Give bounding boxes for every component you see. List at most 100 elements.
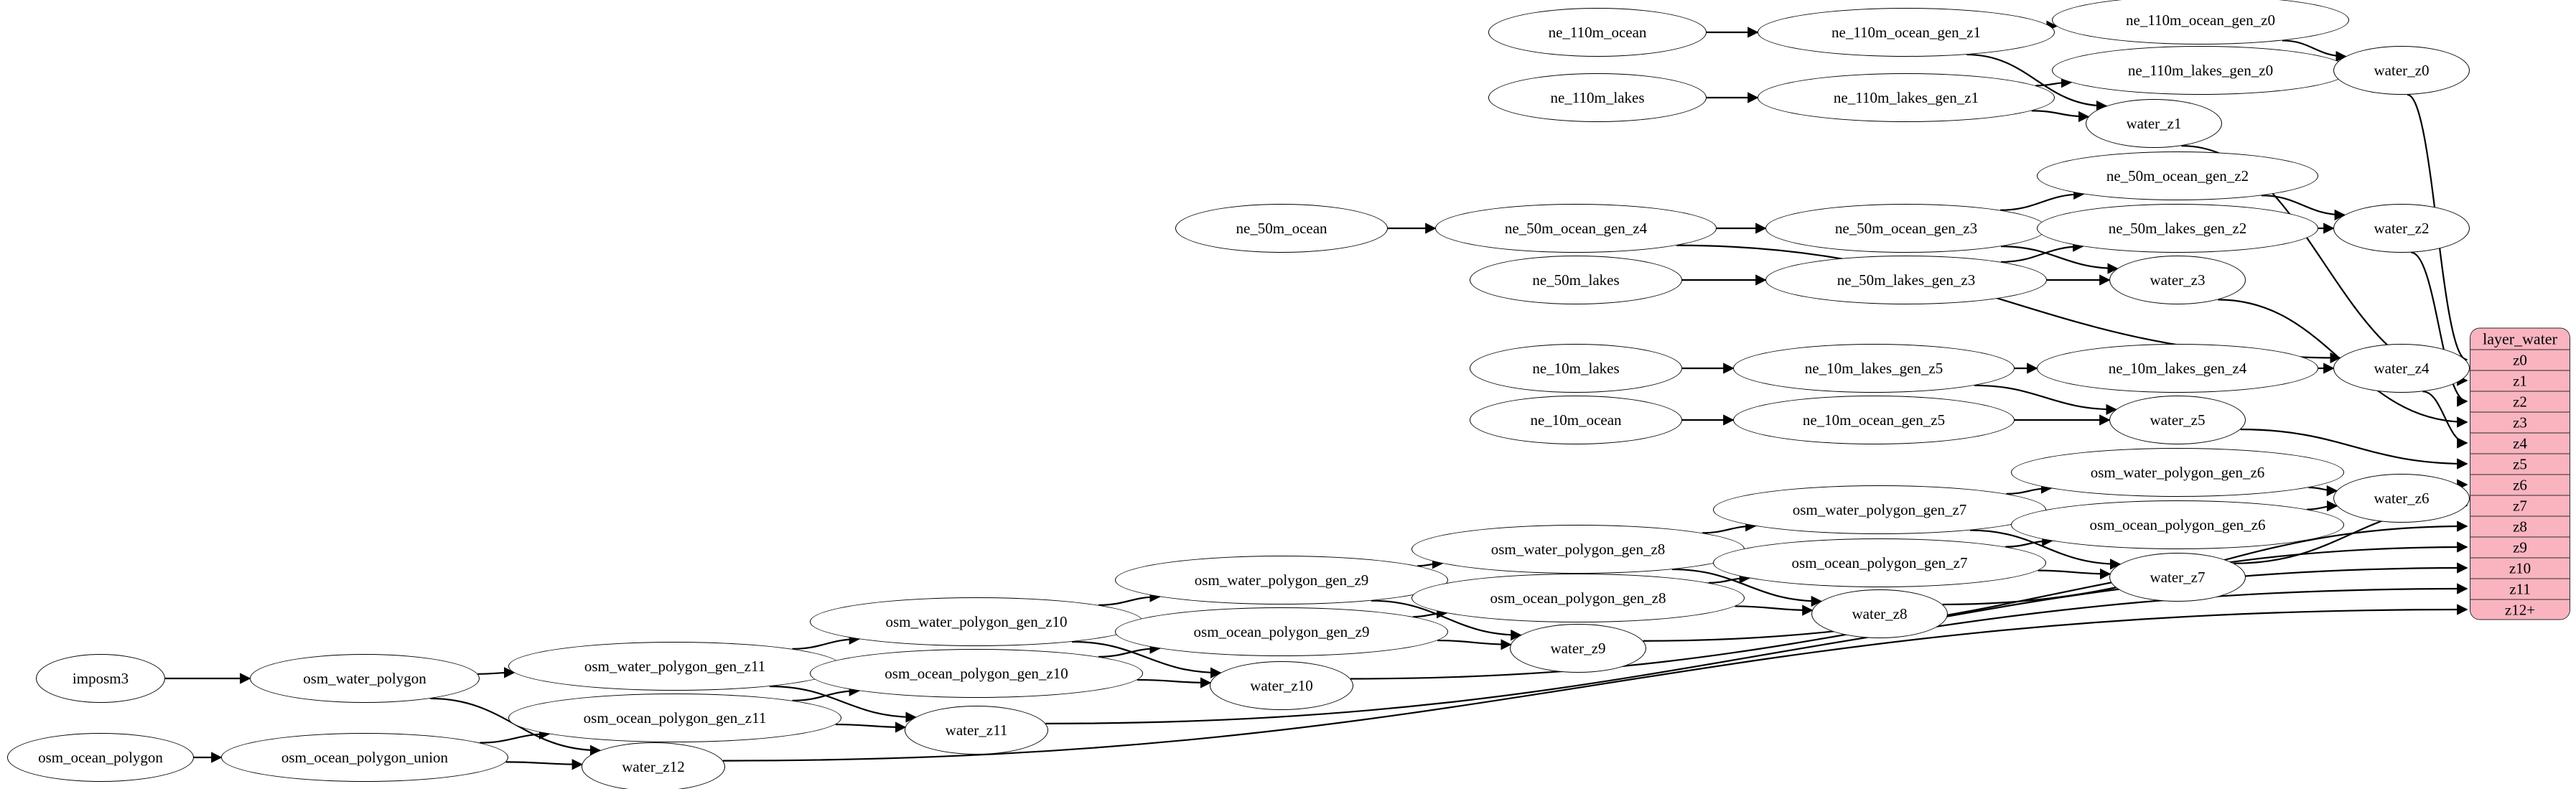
graph-node-water_z10[interactable]: water_z10 [1210,661,1353,710]
graph-node-ne_10m_lakes_gen_z4[interactable]: ne_10m_lakes_gen_z4 [2037,344,2318,393]
layer-water-row-z4[interactable]: z4 [2470,433,2570,454]
layer-water-row-z10[interactable]: z10 [2470,558,2570,579]
graph-edge-ne_50m_ocean_gen_z3-to-water_z3 [2000,246,2119,274]
graph-node-ne_10m_lakes[interactable]: ne_10m_lakes [1470,344,1682,393]
node-label: osm_water_polygon_gen_z7 [1792,500,1967,518]
node-label: water_z3 [2150,271,2206,289]
graph-node-osm_water_polygon_gen_z8[interactable]: osm_water_polygon_gen_z8 [1411,525,1745,574]
graph-edge-ne_110m_ocean_gen_z0-to-water_z0 [2282,39,2347,62]
node-label: osm_water_polygon_gen_z9 [1194,571,1369,589]
node-label: osm_ocean_polygon_gen_z8 [1490,589,1666,607]
graph-node-ne_50m_lakes_gen_z3[interactable]: ne_50m_lakes_gen_z3 [1765,256,2047,304]
node-label: osm_ocean_polygon_gen_z10 [885,664,1068,682]
node-label: water_z0 [2374,61,2430,79]
graph-node-water_z4[interactable]: water_z4 [2333,344,2470,393]
graph-node-osm_ocean_polygon_gen_z8[interactable]: osm_ocean_polygon_gen_z8 [1411,574,1745,622]
graph-node-osm_ocean_polygon_gen_z10[interactable]: osm_ocean_polygon_gen_z10 [810,649,1143,698]
graph-node-osm_water_polygon_gen_z7[interactable]: osm_water_polygon_gen_z7 [1713,485,2046,534]
graph-node-imposm3[interactable]: imposm3 [36,654,165,703]
node-label: ne_110m_ocean_gen_z0 [2126,11,2275,29]
graph-node-osm_water_polygon_gen_z9[interactable]: osm_water_polygon_gen_z9 [1115,556,1448,604]
graph-edge-osm_water_polygon_gen_z10-to-water_z10 [1072,640,1222,678]
graph-node-osm_ocean_polygon_gen_z11[interactable]: osm_ocean_polygon_gen_z11 [508,694,841,742]
graph-edge-osm_water_polygon_gen_z11-to-water_z11 [769,685,917,723]
graph-node-ne_50m_ocean_gen_z3[interactable]: ne_50m_ocean_gen_z3 [1765,204,2047,253]
graph-node-ne_50m_lakes[interactable]: ne_50m_lakes [1470,256,1682,304]
layer-water-row-z11[interactable]: z11 [2470,579,2570,600]
graph-node-water_z9[interactable]: water_z9 [1510,624,1646,673]
graph-node-water_z11[interactable]: water_z11 [905,706,1048,755]
graph-node-osm_ocean_polygon_union[interactable]: osm_ocean_polygon_union [221,733,508,782]
node-label: osm_ocean_polygon [38,748,163,766]
node-label: ne_10m_lakes [1532,359,1620,377]
graph-node-water_z5[interactable]: water_z5 [2109,396,2246,444]
graph-edge-ne_50m_lakes_gen_z3-to-ne_50m_lakes_gen_z2 [2000,241,2084,263]
node-label: imposm3 [72,669,129,687]
graph-node-ne_50m_lakes_gen_z2[interactable]: ne_50m_lakes_gen_z2 [2037,204,2318,253]
node-label: ne_110m_lakes_gen_z0 [2127,61,2274,79]
graph-node-osm_water_polygon_gen_z11[interactable]: osm_water_polygon_gen_z11 [508,642,841,691]
layer-water-row-z8[interactable]: z8 [2470,516,2570,538]
node-label: ne_10m_lakes_gen_z5 [1804,359,1943,377]
graph-edge-osm_ocean_polygon_gen_z10-to-water_z10 [1137,677,1212,688]
layer-water-row-z1[interactable]: z1 [2470,370,2570,392]
layer-water-row-z5[interactable]: z5 [2470,454,2570,475]
node-label: water_z12 [622,757,685,775]
node-label: osm_ocean_polygon_gen_z11 [583,709,767,727]
layer-water-row-z2[interactable]: z2 [2470,391,2570,413]
layer-water-row-z3[interactable]: z3 [2470,412,2570,434]
layer-water-row-z9[interactable]: z9 [2470,537,2570,559]
graph-node-osm_ocean_polygon_gen_z6[interactable]: osm_ocean_polygon_gen_z6 [2011,500,2344,549]
graph-edge-osm_water_polygon_gen_z8-to-water_z8 [1671,568,1823,607]
graph-edge-ne_10m_lakes_gen_z5-to-water_z5 [1974,384,2117,416]
graph-node-ne_50m_ocean_gen_z4[interactable]: ne_50m_ocean_gen_z4 [1435,204,1717,253]
node-label: ne_50m_ocean_gen_z3 [1834,219,1978,237]
graph-node-water_z8[interactable]: water_z8 [1811,589,1948,638]
graph-node-osm_ocean_polygon_gen_z7[interactable]: osm_ocean_polygon_gen_z7 [1713,538,2046,587]
graph-node-ne_10m_ocean[interactable]: ne_10m_ocean [1470,396,1682,444]
graph-node-water_z1[interactable]: water_z1 [2086,99,2222,148]
layer-water-row-z12+[interactable]: z12+ [2470,599,2570,620]
layer-water-row-z7[interactable]: z7 [2470,495,2570,517]
graph-node-ne_110m_lakes_gen_z0[interactable]: ne_110m_lakes_gen_z0 [2052,46,2349,95]
graph-edge-water_z4-to-layer_water-z4 [2422,391,2468,449]
graph-node-ne_50m_ocean_gen_z2[interactable]: ne_50m_ocean_gen_z2 [2037,151,2318,200]
node-label: water_z6 [2374,489,2430,507]
layer-water-title: layer_water [2470,328,2570,350]
graph-edge-osm_ocean_polygon_gen_z8-to-osm_ocean_polygon_gen_z7 [1708,572,1751,584]
node-label: water_z7 [2150,568,2206,586]
graph-node-water_z0[interactable]: water_z0 [2333,46,2470,95]
node-label: ne_110m_ocean [1548,23,1647,41]
graph-edge-osm_ocean_polygon_gen_z10-to-osm_ocean_polygon_gen_z9 [1098,643,1161,658]
graph-node-ne_50m_ocean[interactable]: ne_50m_ocean [1175,204,1388,253]
graph-node-water_z7[interactable]: water_z7 [2109,553,2246,602]
graph-edge-ne_50m_ocean_gen_z2-to-water_z2 [2261,195,2346,221]
node-label: osm_water_polygon_gen_z10 [885,612,1068,630]
node-label: water_z4 [2374,359,2430,377]
graph-node-ne_110m_ocean_gen_z1[interactable]: ne_110m_ocean_gen_z1 [1758,8,2055,57]
graph-node-water_z2[interactable]: water_z2 [2333,204,2470,253]
layer-water-row-z6[interactable]: z6 [2470,475,2570,496]
graph-node-osm_water_polygon[interactable]: osm_water_polygon [250,654,480,703]
node-label: ne_50m_lakes_gen_z2 [2108,219,2247,237]
graph-edge-osm_water_polygon-to-osm_water_polygon_gen_z11 [477,667,515,678]
graph-node-osm_ocean_polygon[interactable]: osm_ocean_polygon [7,733,194,782]
graph-node-water_z3[interactable]: water_z3 [2109,256,2246,304]
graph-node-water_z6[interactable]: water_z6 [2333,474,2470,523]
graph-node-osm_water_polygon_gen_z10[interactable]: osm_water_polygon_gen_z10 [810,597,1143,646]
graph-node-ne_10m_ocean_gen_z5[interactable]: ne_10m_ocean_gen_z5 [1733,396,2015,444]
graph-node-osm_water_polygon_gen_z6[interactable]: osm_water_polygon_gen_z6 [2011,448,2344,497]
graph-node-ne_10m_lakes_gen_z5[interactable]: ne_10m_lakes_gen_z5 [1733,344,2015,393]
graph-node-ne_110m_lakes_gen_z1[interactable]: ne_110m_lakes_gen_z1 [1758,73,2055,122]
graph-node-ne_110m_lakes[interactable]: ne_110m_lakes [1488,73,1707,122]
graph-node-osm_ocean_polygon_gen_z9[interactable]: osm_ocean_polygon_gen_z9 [1115,607,1448,656]
node-label: ne_50m_lakes [1532,271,1620,289]
node-label: water_z10 [1250,676,1313,694]
node-label: osm_water_polygon_gen_z6 [2090,463,2265,481]
layer-water-row-z0[interactable]: z0 [2470,350,2570,371]
graph-node-ne_110m_ocean[interactable]: ne_110m_ocean [1488,8,1707,57]
node-label: ne_110m_lakes_gen_z1 [1833,88,1979,106]
graph-edge-water_z9-to-layer_water-z9 [1643,541,2468,642]
graph-node-water_z12[interactable]: water_z12 [582,742,725,789]
